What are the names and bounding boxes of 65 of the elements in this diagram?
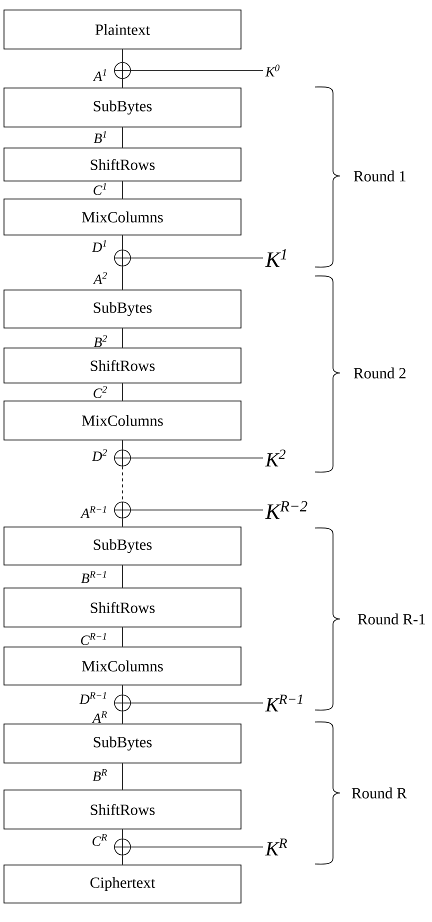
edge-label: A$^{R−1}$ xyxy=(80,506,106,518)
key-label: K$^{2}$ xyxy=(265,450,286,466)
process-box: ShiftRows xyxy=(4,588,242,628)
xor-symbol xyxy=(114,694,131,712)
edge-label: D$^{R−1}$ xyxy=(79,692,106,704)
process-box: SubBytes xyxy=(4,88,242,128)
process-box: SubBytes xyxy=(4,724,242,764)
connector xyxy=(122,440,123,450)
edge-label: B$^{R}$ xyxy=(92,769,107,781)
data-box: Ciphertext xyxy=(4,864,242,904)
process-box: MixColumns xyxy=(4,198,242,236)
data-box: Plaintext xyxy=(4,10,242,50)
connector xyxy=(122,565,123,588)
xor-symbol xyxy=(114,838,131,856)
process-box: ShiftRows xyxy=(4,348,242,384)
edge-label: B$^{2}$ xyxy=(94,335,107,347)
connector xyxy=(130,702,264,704)
key-label: K$^{1}$ xyxy=(265,249,286,267)
edge-label: B$^{R−1}$ xyxy=(81,571,106,583)
round-label: Round R xyxy=(352,788,407,798)
connector xyxy=(122,711,123,724)
connector xyxy=(122,181,123,200)
key-label: K$^{R−1}$ xyxy=(265,694,302,712)
edge-label: C$^{2}$ xyxy=(94,386,107,398)
connector xyxy=(122,49,123,62)
edge-label: C$^{R}$ xyxy=(92,834,107,846)
connector xyxy=(122,266,123,290)
process-box: ShiftRows xyxy=(4,790,242,830)
connector xyxy=(122,127,123,148)
process-box: MixColumns xyxy=(4,400,242,440)
connector xyxy=(122,383,123,401)
round-label: Round R-1 xyxy=(358,614,425,624)
connector xyxy=(122,763,123,790)
connector xyxy=(122,855,123,865)
connector xyxy=(122,328,123,348)
edge-label: A$^{R}$ xyxy=(92,711,107,723)
xor-symbol xyxy=(114,450,131,466)
edge-label: D$^{1}$ xyxy=(92,240,106,252)
process-box: MixColumns xyxy=(4,646,242,686)
connector xyxy=(122,466,123,502)
xor-symbol xyxy=(114,250,131,266)
process-box: SubBytes xyxy=(4,290,242,328)
edge-label: C$^{1}$ xyxy=(94,183,106,195)
connector xyxy=(130,70,264,71)
edge-label: A$^{1}$ xyxy=(92,69,106,81)
connector xyxy=(122,235,123,250)
round-label: Round 2 xyxy=(354,368,406,378)
key-label: K$^{R−2}$ xyxy=(265,501,308,519)
edge-label: A$^{2}$ xyxy=(92,272,107,284)
edge-label: D$^{2}$ xyxy=(92,449,107,461)
edge-label: B$^{1}$ xyxy=(94,131,106,143)
key-label: K$^{0}$ xyxy=(265,64,280,76)
connector xyxy=(122,627,123,647)
round-label: Round 1 xyxy=(354,170,406,182)
connector xyxy=(122,685,123,695)
edge-label: C$^{R−1}$ xyxy=(81,633,106,645)
process-box: ShiftRows xyxy=(4,148,242,182)
connector xyxy=(122,829,123,839)
xor-symbol xyxy=(114,502,131,518)
connector xyxy=(122,518,123,527)
xor-symbol xyxy=(114,62,131,79)
key-label: K$^{R}$ xyxy=(265,838,288,856)
process-box: SubBytes xyxy=(4,526,242,566)
connector xyxy=(130,846,264,848)
connector xyxy=(122,78,123,88)
